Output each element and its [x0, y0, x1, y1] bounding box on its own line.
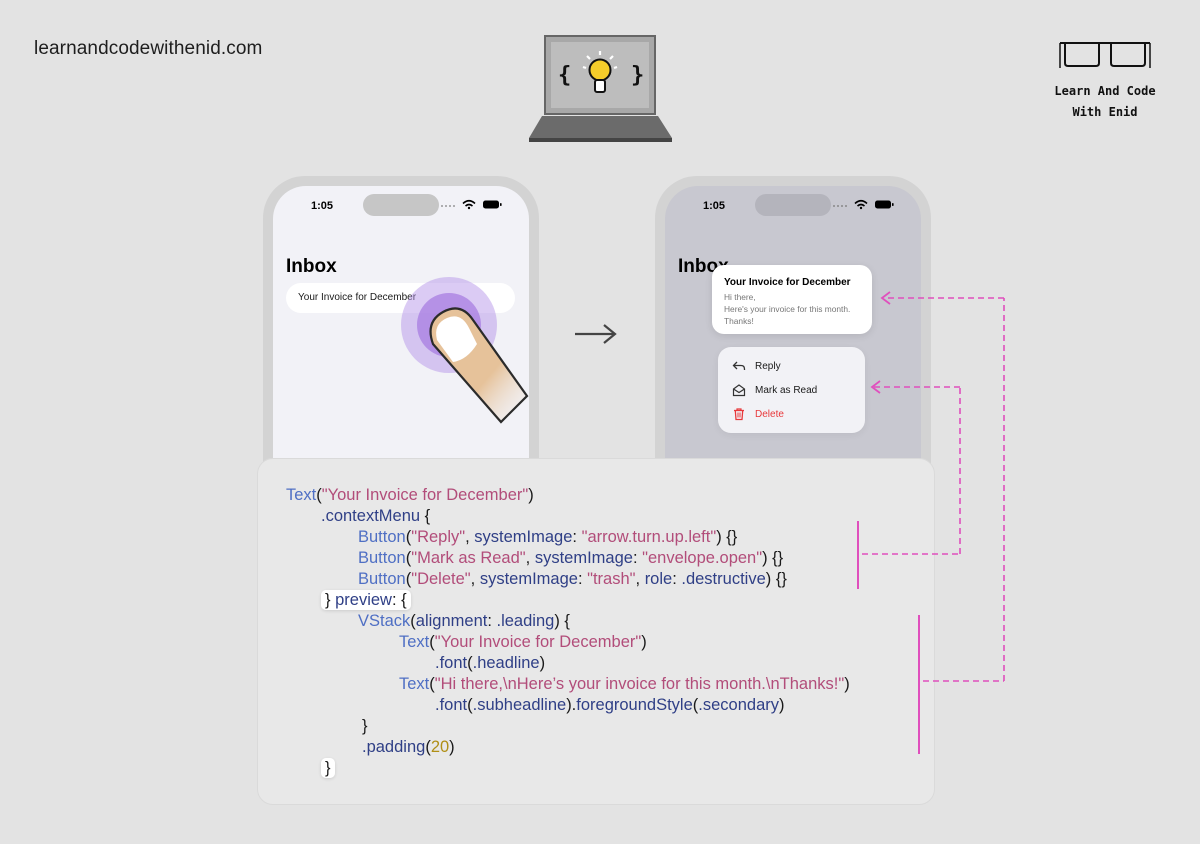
- laptop-lightbulb-icon: { }: [529, 35, 672, 142]
- code-line: Text("Your Invoice for December"): [399, 633, 647, 651]
- code-highlight: } preview: {: [321, 590, 411, 610]
- context-menu-preview: Your Invoice for December Hi there, Here…: [712, 265, 872, 334]
- finger-icon: [429, 307, 529, 424]
- code-line: Text("Your Invoice for December"): [286, 486, 534, 504]
- code-line: .padding(20): [362, 738, 455, 756]
- code-line: Button("Reply", systemImage: "arrow.turn…: [358, 528, 738, 546]
- preview-title: Your Invoice for December: [724, 277, 851, 288]
- code-line: .font(.headline): [435, 654, 546, 672]
- menu-item-reply[interactable]: Reply: [732, 358, 781, 374]
- inbox-title: Inbox: [286, 256, 337, 277]
- code-line: .font(.subheadline).foregroundStyle(.sec…: [435, 696, 785, 714]
- phone-screen: 1:05 Inbox Your Invoice for December: [273, 186, 529, 476]
- code-panel: Text("Your Invoice for December") .conte…: [257, 458, 935, 805]
- wifi-icon: [462, 199, 476, 207]
- status-time: 1:05: [311, 200, 334, 212]
- status-time: 1:05: [703, 200, 726, 212]
- wifi-icon: [854, 199, 868, 207]
- connector-preview: [884, 297, 1005, 682]
- menu-item-mark-as-read[interactable]: Mark as Read: [732, 382, 817, 398]
- inbox-row-text: Your Invoice for December: [298, 292, 417, 303]
- code-line: Button("Mark as Read", systemImage: "env…: [358, 549, 784, 567]
- battery-icon: [483, 200, 502, 209]
- arrowhead-menu: [870, 380, 881, 394]
- brand-logo: Learn And Code With Enid: [1040, 38, 1170, 123]
- dynamic-island: [755, 194, 831, 216]
- envelope-open-icon: [732, 384, 746, 397]
- transition-arrow-icon: [575, 324, 617, 344]
- glasses-icon: [1059, 42, 1151, 68]
- code-line: .contextMenu {: [321, 507, 431, 525]
- status-icons: [441, 199, 502, 210]
- code-line: }: [321, 758, 335, 778]
- preview-body: Hi there, Here's your invoice for this m…: [724, 292, 851, 326]
- inbox-row[interactable]: Your Invoice for December: [286, 283, 515, 313]
- battery-icon: [875, 200, 894, 209]
- svg-text:{: {: [558, 63, 571, 88]
- phone-mockup-before: 1:05 Inbox Your Invoice for December: [263, 176, 539, 476]
- dynamic-island: [363, 194, 439, 216]
- trash-icon: [734, 408, 744, 421]
- code-line: Text("Hi there,\nHere’s your invoice for…: [399, 675, 850, 693]
- connector-menu: [862, 386, 961, 555]
- code-line: Button("Delete", systemImage: "trash", r…: [358, 570, 787, 588]
- code-line: } preview: {: [321, 590, 411, 610]
- arrow-turn-up-left-icon: [732, 361, 746, 370]
- svg-text:}: }: [631, 63, 644, 88]
- menu-item-delete[interactable]: Delete: [732, 406, 784, 422]
- context-menu: Reply Mark as Read Delete: [718, 347, 865, 433]
- site-url: learnandcodewithenid.com: [34, 38, 263, 59]
- code-highlight: }: [321, 758, 335, 778]
- status-icons: [833, 199, 894, 210]
- code-line: }: [362, 717, 368, 735]
- brand-name: Learn And Code With Enid: [1054, 84, 1156, 119]
- arrowhead-preview: [880, 291, 891, 305]
- code-line: VStack(alignment: .leading) {: [358, 612, 570, 630]
